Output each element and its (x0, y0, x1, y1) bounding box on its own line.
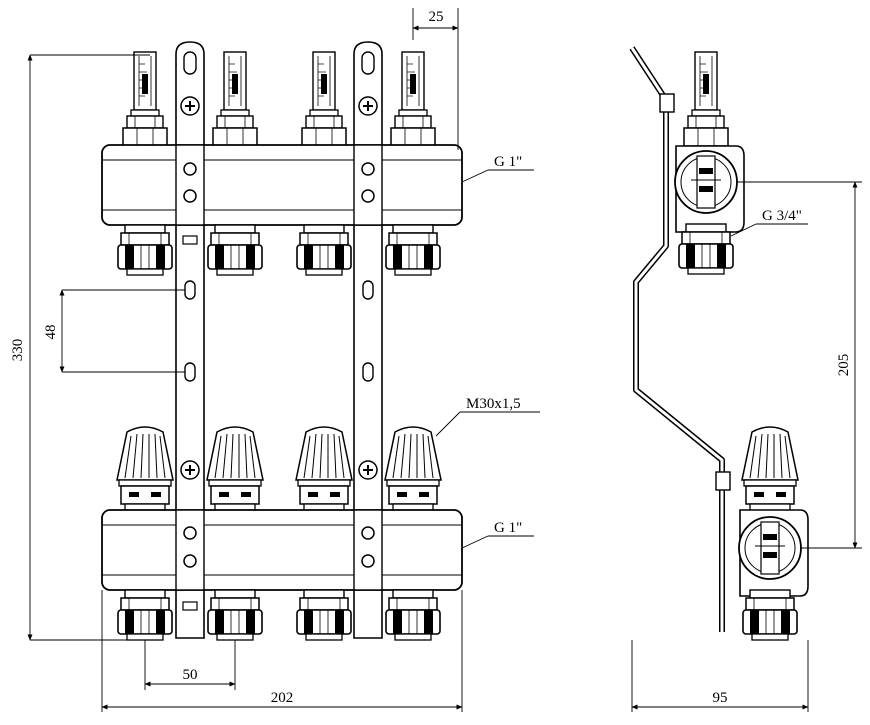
valve-caps (116, 426, 442, 513)
top-manifold-bar (101, 96, 463, 226)
bottom-couplings (117, 589, 441, 641)
dim-202: 202 (271, 690, 294, 706)
dim-48: 48 (43, 325, 59, 340)
dimension-texts: 330 48 25 50 202 95 205 (10, 9, 852, 706)
thread-labels: G 1" G 1" M30x1,5 G 3/4" (466, 154, 802, 536)
dim-95: 95 (713, 690, 728, 706)
label-thread-side: G 3/4" (762, 208, 802, 224)
label-thread-bottom: G 1" (494, 520, 522, 536)
dim-330: 330 (10, 339, 26, 362)
label-thread-top: G 1" (494, 154, 522, 170)
bottom-manifold-bar (101, 509, 463, 591)
side-bottom-body (738, 509, 809, 597)
side-view (629, 46, 809, 641)
top-couplings (117, 224, 441, 276)
side-top-body (674, 145, 745, 233)
label-thread-valve: M30x1,5 (466, 396, 521, 412)
dimension-lines (27, 8, 862, 712)
dim-50: 50 (183, 667, 198, 683)
dim-25: 25 (429, 9, 444, 25)
dim-205: 205 (836, 354, 852, 377)
front-view (101, 41, 463, 641)
flow-meters (122, 51, 436, 147)
